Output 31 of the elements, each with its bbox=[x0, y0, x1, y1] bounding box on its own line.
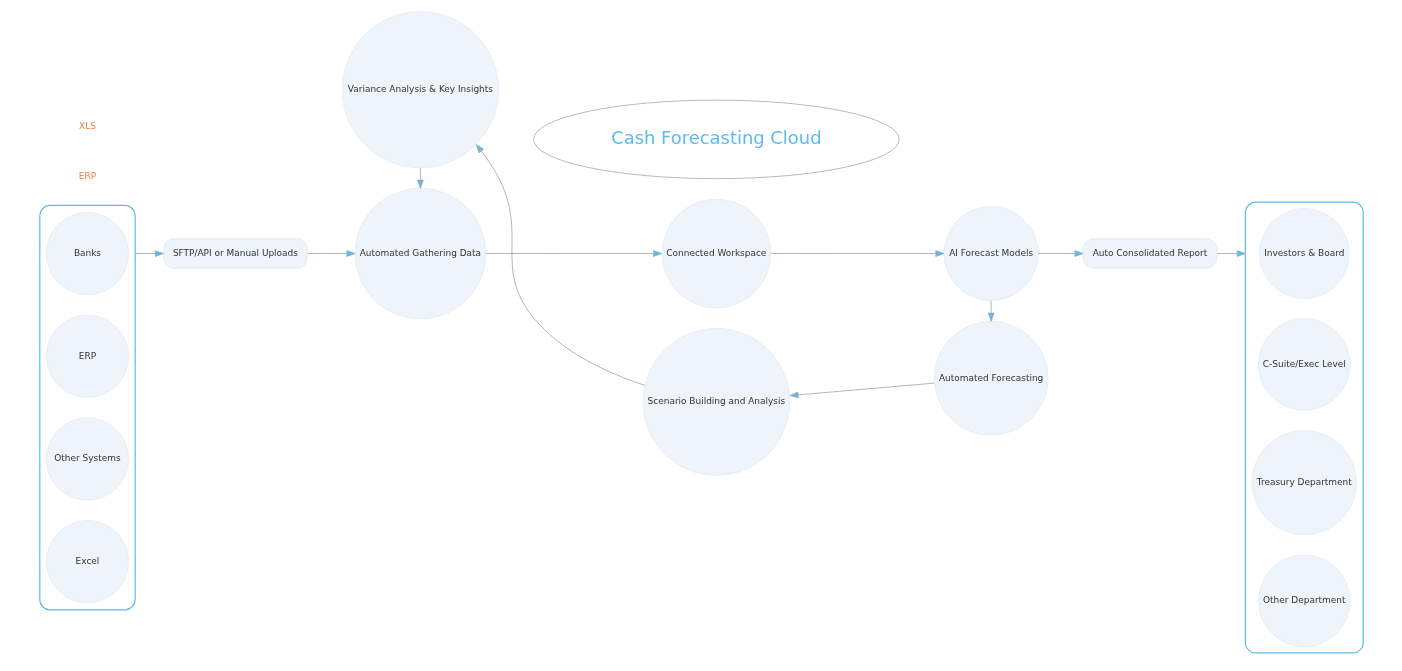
node-circle: Banks bbox=[45, 211, 129, 296]
arrow bbox=[1037, 250, 1083, 257]
node-circle: ERP bbox=[45, 314, 129, 398]
arrow bbox=[416, 167, 424, 189]
node-circle: AI Forecast Models bbox=[943, 206, 1039, 302]
arrow bbox=[475, 144, 645, 386]
node-ellipse: Cash Forecasting Cloud bbox=[532, 99, 900, 180]
arrow bbox=[306, 250, 355, 257]
node-circle: Scenario Building and Analysis bbox=[642, 328, 790, 476]
arrow bbox=[1216, 250, 1246, 257]
node-circle: Connected Workspace bbox=[661, 198, 771, 309]
node-circle: Variance Analysis & Key Insights bbox=[341, 11, 499, 169]
label: XLS bbox=[78, 121, 96, 132]
node-box: Auto Consolidated Report bbox=[1082, 238, 1217, 269]
arrow bbox=[789, 382, 935, 399]
node-box: SFTP/API or Manual Uploads bbox=[162, 238, 308, 269]
arrow bbox=[484, 250, 662, 257]
arrow bbox=[134, 250, 164, 257]
node-circle: Automated Forecasting bbox=[933, 320, 1048, 436]
node-circle: Other Department bbox=[1257, 554, 1351, 648]
label: ERP bbox=[78, 171, 96, 182]
node-circle: Automated Gathering Data bbox=[354, 187, 486, 320]
node-circle: Other Systems bbox=[45, 417, 129, 501]
arrow bbox=[987, 300, 994, 322]
node-circle: C-Suite/Exec Level bbox=[1257, 318, 1351, 411]
arrow bbox=[770, 250, 944, 257]
node-circle: Investors & Board bbox=[1258, 208, 1350, 299]
node-circle: Excel bbox=[45, 520, 129, 604]
cluster bbox=[1244, 201, 1364, 654]
cluster bbox=[38, 204, 136, 611]
node-circle: Treasury Department bbox=[1251, 429, 1357, 536]
